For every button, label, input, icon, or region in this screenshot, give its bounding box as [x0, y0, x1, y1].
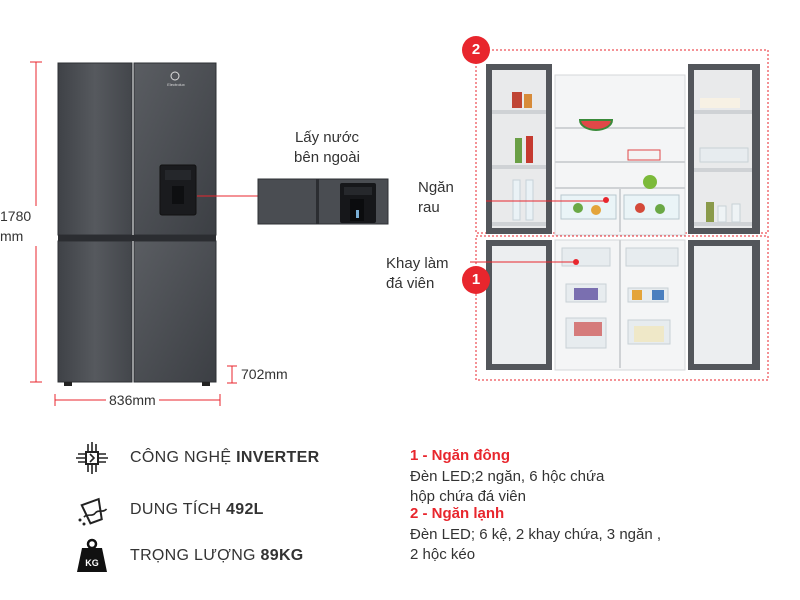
capacity-icon: [78, 497, 108, 526]
freezer-compartment-badge: 1: [462, 266, 490, 294]
ice-callout-line2: đá viên: [386, 275, 435, 292]
ice-callout-line1: Khay làm: [386, 255, 449, 272]
feature-inverter: CÔNG NGHỆ INVERTER: [74, 440, 319, 476]
fridge-line1: Đèn LED; 6 kệ, 2 khay chứa, 3 ngăn ,: [410, 526, 662, 543]
freezer-line1: Đèn LED;2 ngăn, 6 hộc chứa: [410, 468, 605, 485]
fridge-compartment-badge: 2: [462, 36, 490, 64]
width-dimension-label: 836mm: [106, 392, 159, 408]
vegetable-callout-line2: rau: [418, 199, 440, 216]
feature-capacity-label: DUNG TÍCH 492L: [130, 501, 264, 518]
depth-dimension-label: 702mm: [241, 366, 288, 382]
brand-logo: Electrolux: [167, 82, 185, 87]
svg-text:KG: KG: [85, 558, 99, 568]
fridge-title: 2 - Ngăn lạnh: [410, 505, 505, 522]
closed-fridge-illustration: [30, 61, 389, 406]
freezer-line2: hộp chứa đá viên: [410, 488, 526, 505]
feature-weight-label: TRỌNG LƯỢNG 89KG: [130, 547, 304, 564]
water-callout-line1: Lấy nước: [294, 129, 360, 146]
fridge-description: 2 - Ngăn lạnh Đèn LED; 6 kệ, 2 khay chứa…: [410, 505, 661, 565]
ice-tray-callout: Khay làm đá viên: [386, 254, 449, 294]
height-value: 1780: [0, 208, 32, 224]
water-dispenser-callout: Lấy nước bên ngoài: [282, 128, 372, 168]
freezer-description: 1 - Ngăn đông Đèn LED;2 ngăn, 6 hộc chứa…: [410, 447, 604, 507]
vegetable-crisper-callout: Ngăn rau: [418, 178, 454, 218]
vegetable-callout-line1: Ngăn: [418, 179, 454, 196]
feature-capacity: DUNG TÍCH 492L: [74, 492, 264, 528]
water-callout-line2: bên ngoài: [294, 149, 360, 166]
height-dimension-label: 1780 mm: [0, 206, 40, 246]
weight-kg-icon: KG: [77, 538, 107, 572]
fridge-line2: 2 hộc kéo: [410, 546, 476, 563]
feature-inverter-label: CÔNG NGHỆ INVERTER: [130, 449, 320, 466]
inverter-chip-icon: [76, 442, 108, 474]
feature-weight: KG TRỌNG LƯỢNG 89KG: [74, 538, 304, 574]
open-fridge-illustration: [470, 49, 769, 381]
freezer-title: 1 - Ngăn đông: [410, 447, 510, 464]
height-unit: mm: [0, 228, 24, 244]
